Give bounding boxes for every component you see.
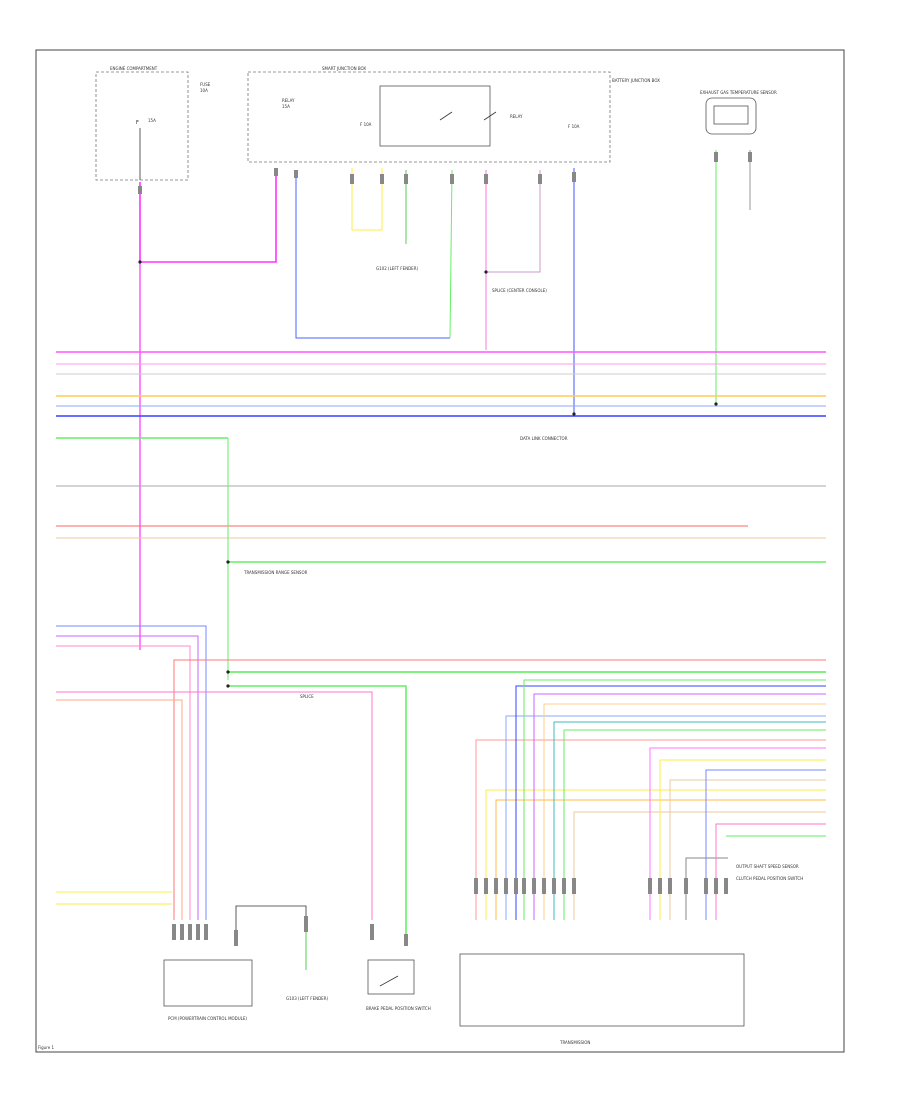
component-label-15: TRANSMISSION	[559, 1040, 590, 1045]
bottom-left-component: PCM (POWERTRAIN CONTROL MODULE) G103 (LE…	[163, 905, 328, 1021]
smart-junction-box: SMART JUNCTION BOX RELAY 15A F 10A RELAY…	[247, 66, 611, 163]
svg-text:10A: 10A	[200, 88, 208, 93]
component-label-6: SPLICE (CENTER CONSOLE)	[492, 288, 547, 293]
svg-text:RELAY: RELAY	[282, 98, 295, 103]
wire-green-loop	[449, 169, 453, 339]
svg-text:RELAY: RELAY	[510, 114, 523, 119]
connector-pins	[138, 152, 752, 946]
wire-blue-loop	[295, 170, 450, 339]
bundle-15	[685, 857, 728, 920]
bundle-3	[495, 799, 826, 920]
component-label-14: OUTPUT SHAFT SPEED SENSOR	[736, 864, 799, 869]
component-label-8: PCM (POWERTRAIN CONTROL MODULE)	[168, 1016, 247, 1021]
component-label-2: SMART JUNCTION BOX	[322, 66, 366, 71]
bundle-6	[523, 679, 826, 920]
bottom-switch-component: BRAKE PEDAL POSITION SWITCH	[366, 959, 431, 1011]
bundle-14	[669, 779, 826, 920]
svg-text:FUSE: FUSE	[200, 82, 211, 87]
bundle-8	[543, 703, 826, 920]
wire-lower-green-2	[228, 685, 407, 940]
wire-lower-pink	[56, 645, 191, 920]
bundle-1	[475, 739, 826, 920]
bundle-5	[515, 685, 826, 920]
component-label-11: BRAKE PEDAL POSITION SWITCH	[366, 1006, 431, 1011]
bundle-10	[563, 729, 826, 920]
svg-text:F 10A: F 10A	[360, 122, 372, 127]
component-label-9: TRANSMISSION RANGE SENSOR	[243, 570, 308, 575]
horizontal-bus: DATA LINK CONNECTOR	[56, 351, 826, 680]
svg-text:15A: 15A	[282, 104, 290, 109]
bundle-13	[659, 759, 826, 920]
lower-left-wires	[56, 625, 826, 940]
exhaust-gas-sensor: EXHAUST GAS TEMPERATURE SENSOR	[700, 90, 777, 135]
splice-dots	[138, 260, 718, 688]
component-label-12: SPLICE	[300, 694, 314, 699]
wire-lower-salmon	[56, 699, 183, 920]
bundle-17	[715, 823, 826, 920]
wire-violet-loop	[486, 170, 541, 273]
bundle-4	[505, 715, 826, 920]
component-label-13: CLUTCH PEDAL POSITION SWITCH	[736, 876, 803, 881]
svg-text:15A: 15A	[148, 118, 156, 123]
component-label-4: EXHAUST GAS TEMPERATURE SENSOR	[700, 90, 777, 95]
component-label-10: G103 (LEFT FENDER)	[286, 996, 328, 1001]
wire-lower-violet	[56, 635, 199, 920]
wire-lower-red	[173, 659, 826, 920]
transmission-connector: TRANSMISSION	[459, 953, 745, 1045]
bundle-2	[485, 789, 826, 920]
battery-junction-box-label: BATTERY JUNCTION BOX	[612, 78, 660, 83]
wire-lower-blue	[56, 625, 207, 920]
engine-compartment-fuse-box: ENGINE COMPARTMENT FUSE 10A F 15A	[95, 66, 211, 181]
component-label-5: G102 (LEFT FENDER)	[376, 266, 418, 271]
diagram-frame	[35, 49, 845, 1053]
component-label-7: DATA LINK CONNECTOR	[520, 436, 568, 441]
wire-yellow-loop	[351, 168, 383, 231]
wire-lower-magenta	[56, 691, 373, 920]
svg-text:F: F	[136, 120, 139, 126]
bundle-12	[649, 747, 826, 920]
bundle-7	[533, 693, 826, 920]
bundle-16	[705, 769, 826, 920]
border-label: Figure 1	[38, 1045, 54, 1050]
bundle-9	[553, 721, 826, 920]
top-wires: G102 (LEFT FENDER) SPLICE (CENTER CONSOL…	[139, 150, 751, 650]
component-label-3: BATTERY JUNCTION BOX	[612, 78, 660, 83]
wire-magenta-1	[139, 168, 277, 263]
svg-text:F 10A: F 10A	[568, 124, 580, 129]
component-label-1: ENGINE COMPARTMENT	[110, 66, 158, 71]
